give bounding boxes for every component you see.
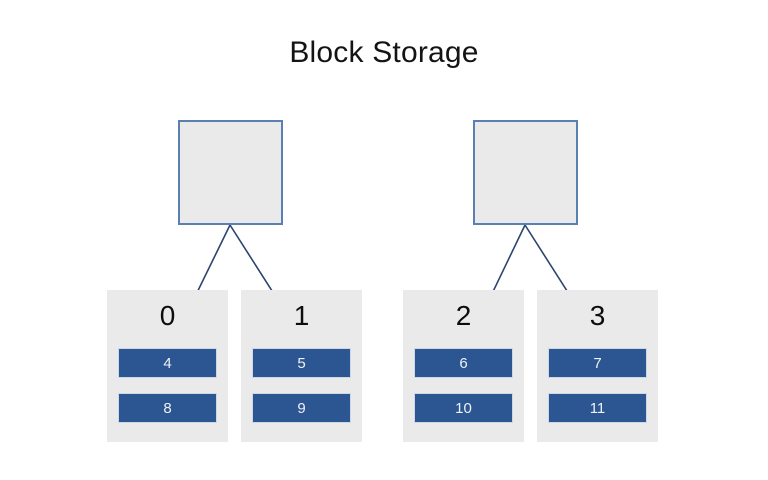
- block-cell[interactable]: 7: [548, 348, 647, 378]
- block-cell[interactable]: 5: [252, 348, 351, 378]
- block-group-label: 1: [293, 300, 310, 331]
- block-group-1[interactable]: 1 5 9: [241, 290, 362, 442]
- block-group-label: 0: [159, 300, 176, 331]
- block-cell[interactable]: 9: [252, 393, 351, 423]
- block-group-2[interactable]: 2 6 10: [403, 290, 524, 442]
- page-title: Block Storage: [289, 36, 479, 69]
- block-group-3[interactable]: 3 7 11: [537, 290, 658, 442]
- block-group-label: 2: [455, 300, 472, 331]
- block-cell[interactable]: 6: [414, 348, 513, 378]
- top-box-right[interactable]: [473, 120, 578, 225]
- block-cell[interactable]: 10: [414, 393, 513, 423]
- block-cell[interactable]: 8: [118, 393, 217, 423]
- block-group-0[interactable]: 0 4 8: [107, 290, 228, 442]
- top-box-left[interactable]: [178, 120, 283, 225]
- block-cell[interactable]: 11: [548, 393, 647, 423]
- block-group-label: 3: [589, 300, 606, 331]
- block-cell[interactable]: 4: [118, 348, 217, 378]
